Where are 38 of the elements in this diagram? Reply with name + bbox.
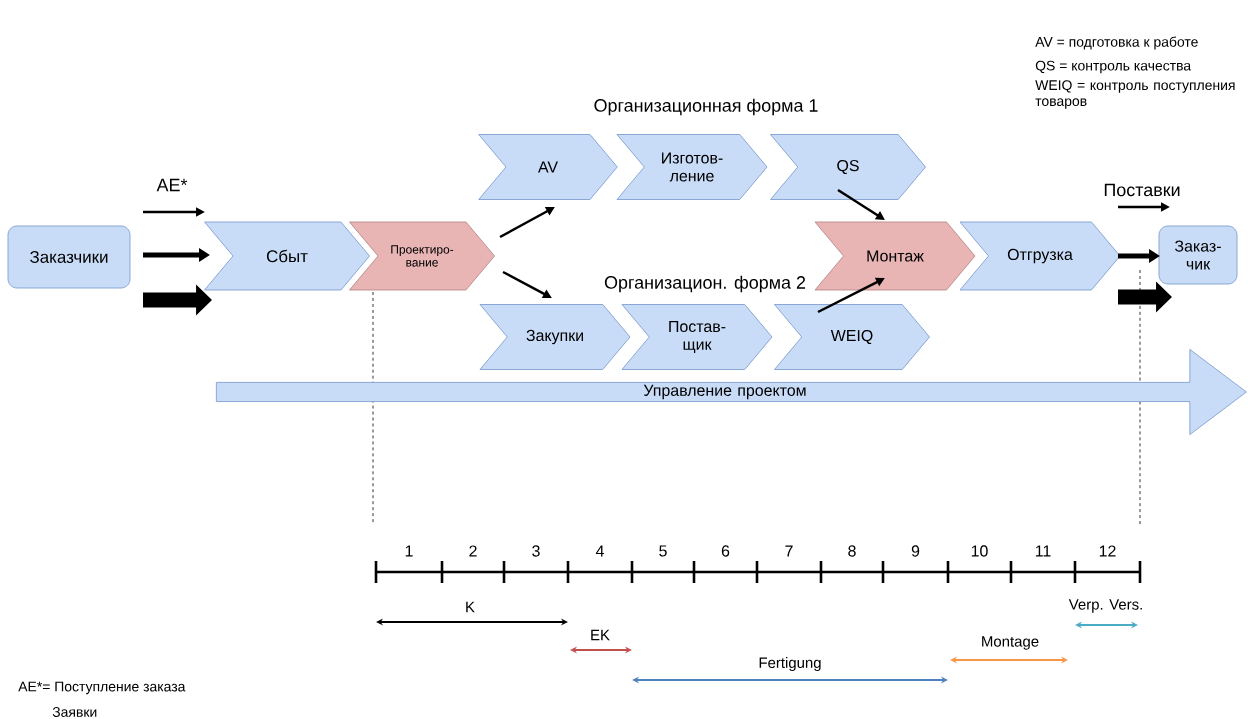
section-heading: Организацион. форма 2 [604,275,806,293]
chevron-box: Закупки [479,304,631,370]
rounded-box: Заказ- чик [1158,225,1238,285]
phase-label: K [466,601,475,613]
phase-label: EK [591,629,610,641]
edge-label: Поставки [1102,182,1182,198]
timeline-number: 6 [721,545,730,557]
chevron-box: QS [770,134,926,200]
rounded-box: Заказчики [7,225,131,289]
section-heading: Организационная форма 1 [594,98,818,116]
timeline-number: 10 [971,545,988,557]
timeline-number: 8 [848,545,856,557]
footnote-text: Заявки [52,707,97,717]
footnote-text: AE*= Поступление заказа [18,681,186,695]
chevron-box: Сбыт [204,221,370,291]
chevron-box: Изготов- ление [616,134,768,200]
note-text: QS = контроль качества [1035,60,1192,74]
timeline-number: 11 [1035,545,1051,557]
chevron-box: Проектиро- вание [349,221,495,291]
chevron-box: Отгрузка [959,221,1121,291]
chevron-box: AV [478,134,618,200]
phase-label: Montage [982,636,1039,650]
note-text: AV = подготовка к работе [1035,36,1198,50]
note-text: WEIQ = контроль поступления товаров [1035,80,1235,109]
phase-label: Fertigung [759,657,821,671]
timeline-number: 4 [595,545,604,557]
timeline-number: 7 [785,545,793,557]
chevron-box: Монтаж [814,221,976,291]
chevron-box: Постав- щик [621,304,773,370]
timeline-number: 2 [469,545,477,557]
timeline-number: 9 [911,545,920,557]
edge-label: AE* [155,177,189,193]
chevron-box: WEIQ [774,304,930,370]
timeline-number: 1 [405,545,413,557]
phase-label: Verp. Vers. [1068,599,1142,613]
timeline-number: 12 [1099,545,1116,557]
timeline-number: 5 [659,545,667,557]
timeline-number: 3 [532,545,540,557]
